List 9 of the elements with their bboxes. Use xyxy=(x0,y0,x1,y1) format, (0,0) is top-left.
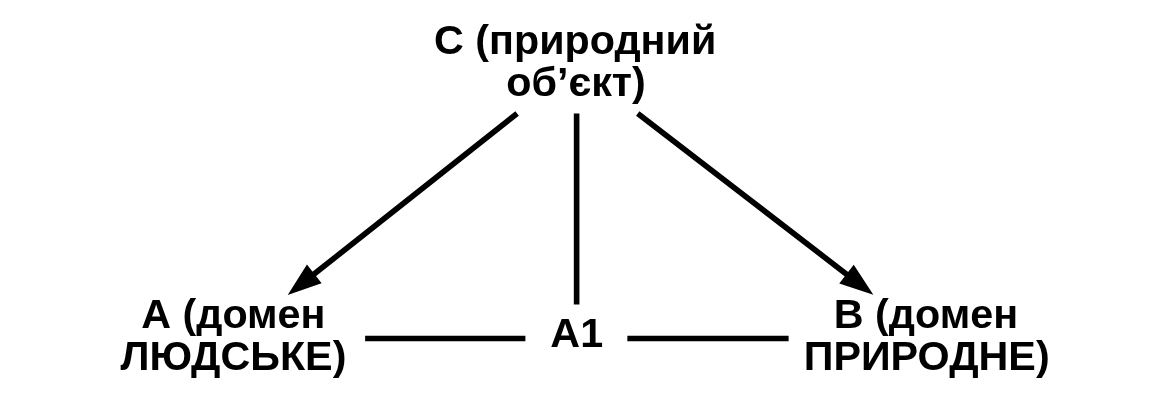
node-text: А1 xyxy=(550,310,604,357)
arrow xyxy=(636,111,874,295)
arrow xyxy=(287,111,519,295)
node-text: С (природний об’єкт) xyxy=(433,17,717,105)
node-text: А (домен ЛЮДСЬКЕ) xyxy=(120,291,347,379)
connector xyxy=(365,335,526,342)
connector xyxy=(573,113,580,305)
node-text: В (домен ПРИРОДНЕ) xyxy=(803,291,1050,379)
connector xyxy=(627,335,789,342)
